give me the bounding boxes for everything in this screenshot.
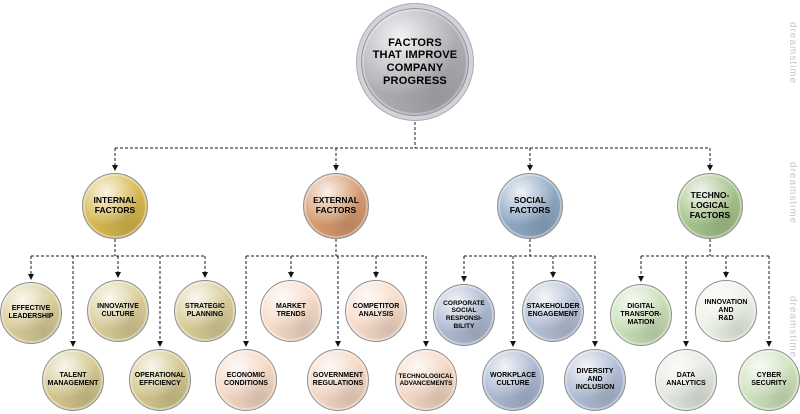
node-external-factors: EXTERNAL FACTORS (303, 173, 369, 239)
node-technological-advancements: TECHNOLOGICAL ADVANCEMENTS (395, 349, 457, 411)
node-digital-transformation: DIGITAL TRANSFOR- MATION (610, 284, 672, 346)
node-effective-leadership: EFFECTIVE LEADERSHIP (0, 282, 62, 344)
node-root-title: FACTORS THAT IMPROVE COMPANY PROGRESS (357, 4, 473, 120)
node-technological-factors: TECHNO- LOGICAL FACTORS (677, 173, 743, 239)
node-stakeholder-engagement: STAKEHOLDER ENGAGEMENT (522, 280, 584, 342)
connector-root (112, 122, 713, 171)
node-market-trends: MARKET TRENDS (260, 280, 322, 342)
node-innovation-and-rd: INNOVATION AND R&D (695, 280, 757, 342)
node-social-factors: SOCIAL FACTORS (497, 173, 563, 239)
node-talent-management: TALENT MANAGEMENT (42, 349, 104, 411)
node-economic-conditions: ECONOMIC CONDITIONS (215, 349, 277, 411)
node-strategic-planning: STRATEGIC PLANNING (174, 280, 236, 342)
node-cyber-security: CYBER SECURITY (738, 349, 800, 411)
node-workplace-culture: WORKPLACE CULTURE (482, 349, 544, 411)
node-data-analytics: DATA ANALYTICS (655, 349, 717, 411)
watermark-text: dreamstime (787, 162, 798, 225)
node-operational-efficiency: OPERATIONAL EFFICIENCY (129, 349, 191, 411)
node-internal-factors: INTERNAL FACTORS (82, 173, 148, 239)
watermark-text: dreamstime (787, 296, 798, 359)
node-corporate-social-responsibility: CORPORATE SOCIAL RESPONSI- BILITY (433, 284, 495, 346)
node-competitor-analysis: COMPETITOR ANALYSIS (345, 280, 407, 342)
node-government-regulations: GOVERNMENT REGULATIONS (307, 349, 369, 411)
node-innovative-culture: INNOVATIVE CULTURE (87, 280, 149, 342)
node-diversity-and-inclusion: DIVERSITY AND INCLUSION (564, 349, 626, 411)
watermark-text: dreamstime (787, 22, 798, 85)
